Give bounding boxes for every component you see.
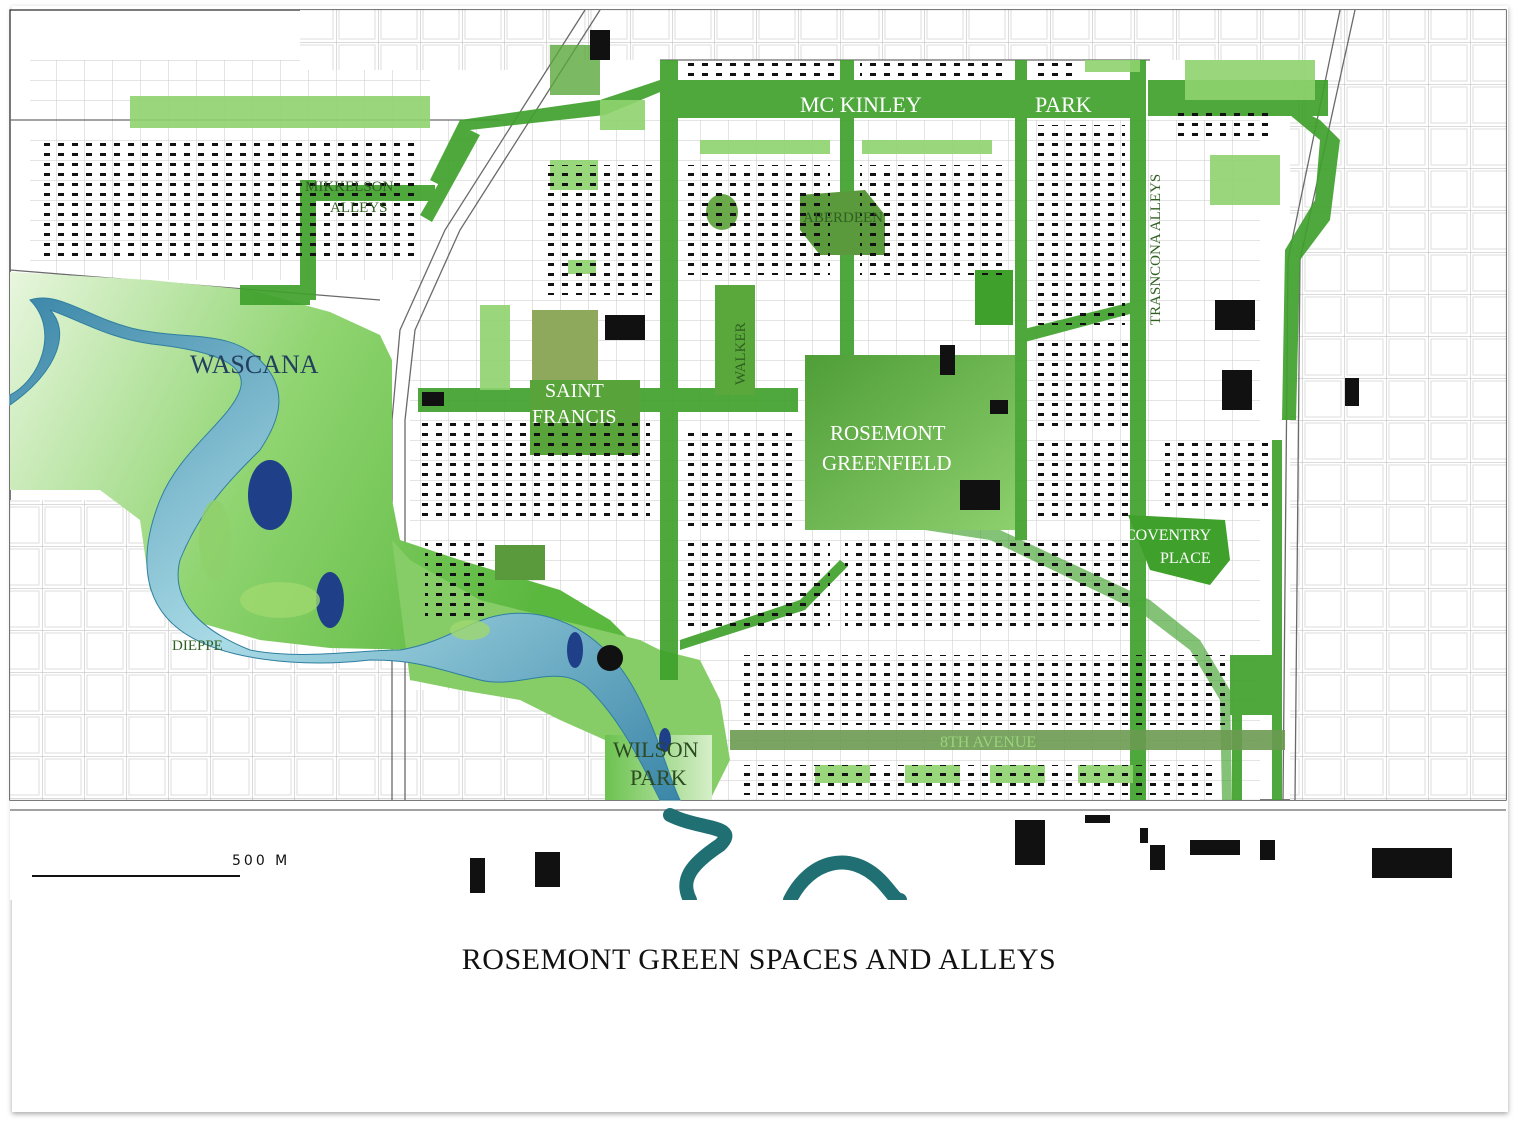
label-rosemont: ROSEMONT [830,421,946,445]
map-canvas: MC KINLEY PARK MIKKELSON ALLEYS ABERDEEN… [9,9,1507,900]
label-mikkelson: MIKKELSON [305,179,393,195]
map-labels: MC KINLEY PARK MIKKELSON ALLEYS ABERDEEN… [172,92,1212,790]
label-walker: WALKER [733,323,749,386]
label-place: PLACE [1160,550,1211,567]
label-francis: FRANCIS [532,406,616,428]
label-dieppe: DIEPPE [172,638,223,654]
label-wilson-park: PARK [630,765,687,790]
label-coventry: COVENTRY [1125,527,1212,544]
label-saint: SAINT [545,380,604,402]
label-wilson: WILSON [613,737,699,762]
water-bodies [9,297,681,801]
label-greenfield: GREENFIELD [822,451,952,475]
river [663,808,907,900]
label-wascana: WASCANA [190,350,319,379]
eighth-avenue-corridor [730,730,1285,750]
label-trasncona-alleys: TRASNCONA ALLEYS [1148,174,1164,325]
map-caption: ROSEMONT GREEN SPACES AND ALLEYS [461,943,1057,976]
buildings [36,30,1452,893]
scale-bar-label: 500 M [232,853,290,869]
label-alleys: ALLEYS [330,200,388,216]
scale-bar: 500 M [32,853,290,877]
label-mckinley: MC KINLEY [800,92,922,117]
label-eighth-avenue: 8TH AVENUE [940,734,1036,751]
label-park: PARK [1035,92,1092,117]
label-aberdeen: ABERDEEN [803,210,883,226]
